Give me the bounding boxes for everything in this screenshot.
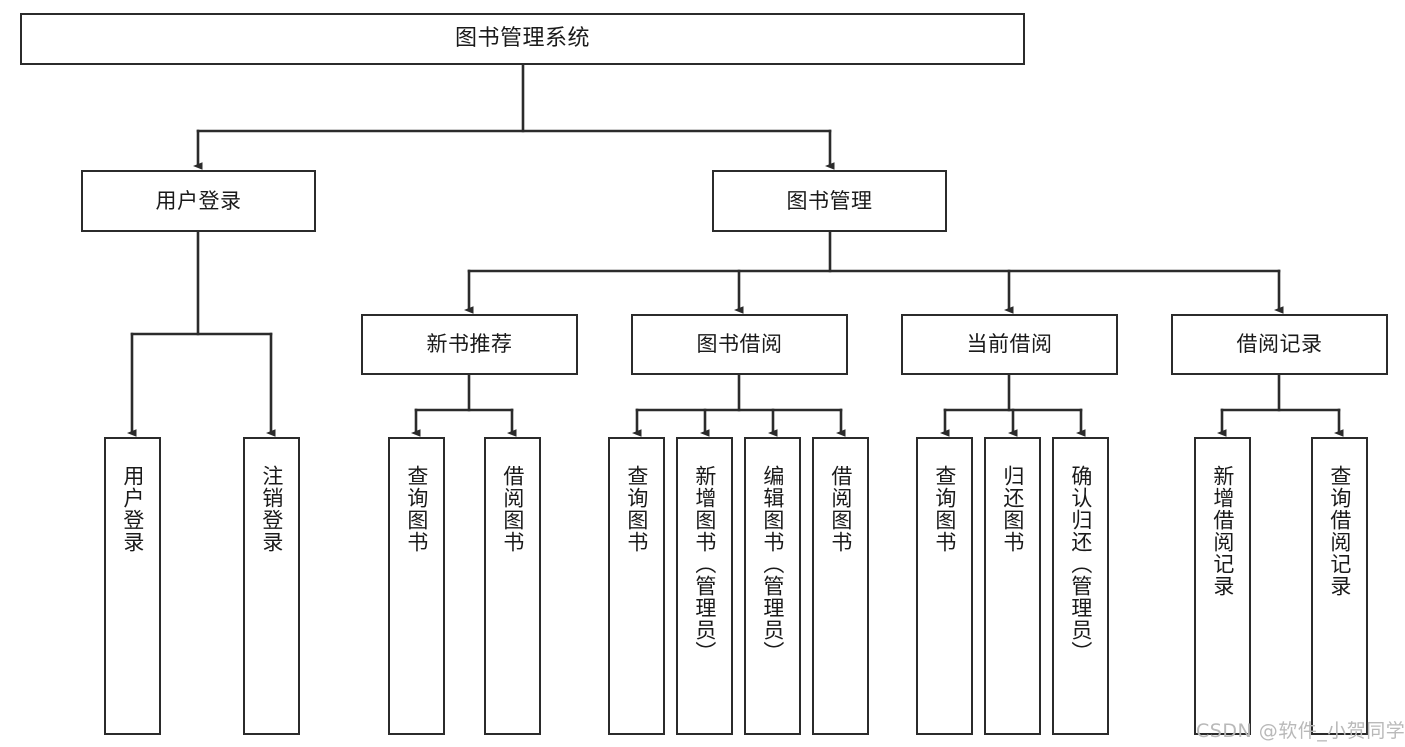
node-book-manage[interactable]: 图书管理 bbox=[712, 170, 947, 232]
node-book-borrow[interactable]: 图书借阅 bbox=[631, 314, 848, 375]
node-label: 归还图书 bbox=[1000, 465, 1025, 553]
node-leaf-add-book[interactable]: 新增图书（管理员） bbox=[676, 437, 733, 735]
node-label: 借阅图书 bbox=[500, 465, 525, 553]
edges-bookborrow-to-leaves bbox=[632, 373, 846, 437]
node-leaf-query-borrow-record[interactable]: 查询借阅记录 bbox=[1311, 437, 1368, 735]
node-label: 图书管理 bbox=[786, 188, 873, 213]
edges-root-to-level2 bbox=[193, 63, 835, 170]
node-label: 查询图书 bbox=[932, 465, 957, 553]
node-leaf-confirm-return[interactable]: 确认归还（管理员） bbox=[1052, 437, 1109, 735]
node-label: 图书管理系统 bbox=[454, 26, 590, 52]
node-label: 新增图书（管理员） bbox=[692, 465, 717, 663]
node-leaf-borrow-book[interactable]: 借阅图书 bbox=[812, 437, 869, 735]
node-label: 当前借阅 bbox=[966, 332, 1053, 357]
node-label: 新增借阅记录 bbox=[1210, 465, 1235, 597]
node-root-system[interactable]: 图书管理系统 bbox=[20, 13, 1025, 65]
edges-newbook-to-leaves bbox=[411, 373, 517, 437]
edges-borrowrecord-to-leaves bbox=[1217, 373, 1344, 437]
node-label: 查询图书 bbox=[624, 465, 649, 553]
node-user-login[interactable]: 用户登录 bbox=[81, 170, 316, 232]
node-leaf-add-borrow-record[interactable]: 新增借阅记录 bbox=[1194, 437, 1251, 735]
edges-currentborrow-to-leaves bbox=[940, 373, 1086, 437]
node-label: 用户登录 bbox=[155, 188, 242, 213]
node-label: 借阅图书 bbox=[828, 465, 853, 553]
node-leaf-user-logout[interactable]: 注销登录 bbox=[243, 437, 300, 735]
watermark-text: CSDN @软件_小贺同学 bbox=[1196, 720, 1405, 742]
edges-bookmanage-to-level3 bbox=[464, 230, 1284, 314]
node-new-book-recommend[interactable]: 新书推荐 bbox=[361, 314, 578, 375]
node-leaf-query-book-current[interactable]: 查询图书 bbox=[916, 437, 973, 735]
node-leaf-user-login[interactable]: 用户登录 bbox=[104, 437, 161, 735]
node-label: 新书推荐 bbox=[426, 332, 513, 357]
node-leaf-return-book[interactable]: 归还图书 bbox=[984, 437, 1041, 735]
edges-userlogin-to-leaves bbox=[127, 230, 276, 437]
node-leaf-query-book-borrow[interactable]: 查询图书 bbox=[608, 437, 665, 735]
node-label: 注销登录 bbox=[259, 465, 284, 553]
node-label: 用户登录 bbox=[120, 465, 145, 553]
node-label: 借阅记录 bbox=[1236, 332, 1323, 357]
node-label: 确认归还（管理员） bbox=[1068, 465, 1093, 663]
node-leaf-borrow-book-recommend[interactable]: 借阅图书 bbox=[484, 437, 541, 735]
node-borrow-record[interactable]: 借阅记录 bbox=[1171, 314, 1388, 375]
node-label: 编辑图书（管理员） bbox=[760, 465, 785, 663]
node-leaf-query-book-recommend[interactable]: 查询图书 bbox=[388, 437, 445, 735]
node-current-borrow[interactable]: 当前借阅 bbox=[901, 314, 1118, 375]
node-label: 查询图书 bbox=[404, 465, 429, 553]
node-label: 查询借阅记录 bbox=[1327, 465, 1352, 597]
node-label: 图书借阅 bbox=[696, 332, 783, 357]
node-leaf-edit-book[interactable]: 编辑图书（管理员） bbox=[744, 437, 801, 735]
